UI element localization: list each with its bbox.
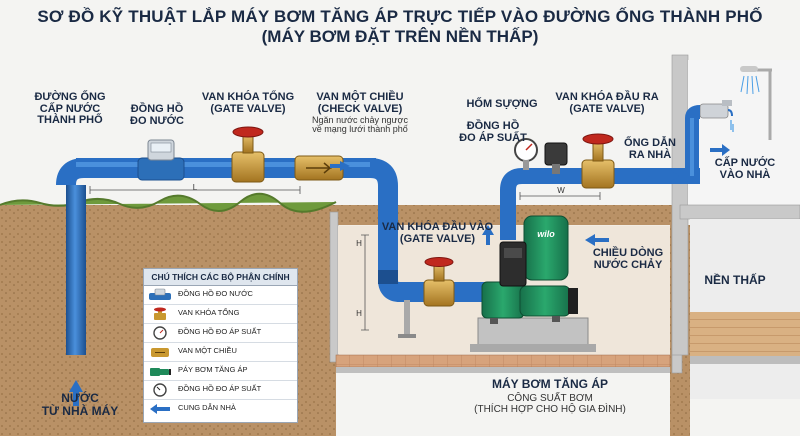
water-meter-icon (149, 288, 171, 300)
pipe-support (398, 300, 416, 338)
legend-row: PÁY BƠM TĂNG ÁP (144, 362, 297, 381)
gate-valve-icon (154, 307, 166, 320)
inlet-gate-valve (423, 257, 455, 307)
label-low-floor: NỀN THẤP (704, 273, 766, 287)
legend-row: ĐỒNG HỒ ĐO ÁP SUẤT (144, 381, 297, 400)
legend-row: VAN KHÓA TỔNG (144, 305, 297, 324)
label-pressure-switch: HỐM SỰỢNG (466, 98, 538, 110)
flow-arrows (69, 144, 730, 406)
label-outlet-valve: VAN KHÓA ĐẦU RA(GATE VALVE) (555, 91, 659, 115)
faucet-icon (699, 100, 734, 132)
dimension-w: W (557, 186, 565, 195)
dimension-lines (89, 186, 601, 331)
water-meter-icon (137, 139, 185, 181)
dimension-h-1: H (356, 239, 362, 248)
source-pipe (56, 158, 86, 355)
legend-row: CUNG DẪN NHÀ (144, 400, 297, 418)
legend-row: ĐỒNG HỒ ĐO NƯỚC (144, 286, 297, 305)
pressure-gauge-icon (153, 326, 167, 340)
pressure-gauge-icon (153, 383, 167, 397)
check-valve-icon (151, 348, 169, 357)
legend-box: CHÚ THÍCH CÁC BỘ PHẬN CHÍNH ĐỒNG HỒ ĐO N… (143, 268, 298, 423)
label-main-valve: VAN KHÓA TỔNG(GATE VALVE) (201, 91, 295, 115)
output-pipe (500, 105, 701, 240)
label-inlet-valve: VAN KHÓA ĐẦU VÀO(GATE VALVE) (381, 221, 494, 245)
flow-arrow-icon (150, 404, 170, 414)
diagram-subtitle: (MÁY BƠM ĐẶT TRÊN NỀN THẤP) (261, 27, 539, 46)
pressure-gauge-icon (514, 138, 538, 170)
main-gate-valve (231, 126, 265, 183)
label-pump-sub: CÔNG SUẤT BƠM(THÍCH HỢP CHO HỘ GIA ĐÌNH) (474, 393, 626, 415)
label-check-valve: VAN MỘT CHIỀU(CHECK VALVE) (316, 91, 404, 115)
shower-icon (740, 66, 772, 140)
dimension-l: L (192, 183, 198, 192)
legend-row: VAN MỘT CHIỀU (144, 343, 297, 362)
outlet-gate-valve (581, 133, 615, 189)
diagram-title: SƠ ĐỒ KỸ THUẬT LẮP MÁY BƠM TĂNG ÁP TRỰC … (37, 7, 763, 26)
dimension-h-2: H (356, 309, 362, 318)
pump-brand-logo: wilo (537, 229, 555, 239)
house-building (671, 54, 800, 399)
label-pump-title: MÁY BƠM TĂNG ÁP (491, 377, 608, 391)
legend-row: ĐỒNG HỒ ĐO ÁP SUẤT (144, 324, 297, 343)
booster-pump-icon (150, 368, 171, 376)
legend-title: CHÚ THÍCH CÁC BỘ PHẬN CHÍNH (144, 269, 297, 286)
pressure-switch-icon (544, 142, 568, 174)
booster-pump (470, 215, 596, 352)
